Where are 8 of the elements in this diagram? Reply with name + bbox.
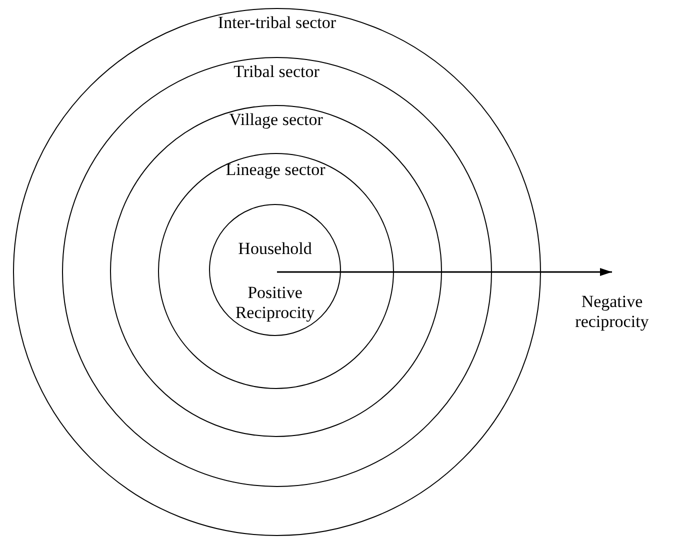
sector-label: Tribal sector bbox=[234, 62, 320, 82]
sector-label: Inter-tribal sector bbox=[218, 13, 336, 33]
sector-label: Village sector bbox=[229, 110, 323, 130]
sector-label: Lineage sector bbox=[226, 160, 326, 180]
arrow bbox=[277, 268, 612, 276]
sector-label: Positive Reciprocity bbox=[234, 283, 316, 323]
outcome-label: Negative reciprocity bbox=[574, 292, 650, 332]
sector-label: Household bbox=[238, 239, 312, 259]
